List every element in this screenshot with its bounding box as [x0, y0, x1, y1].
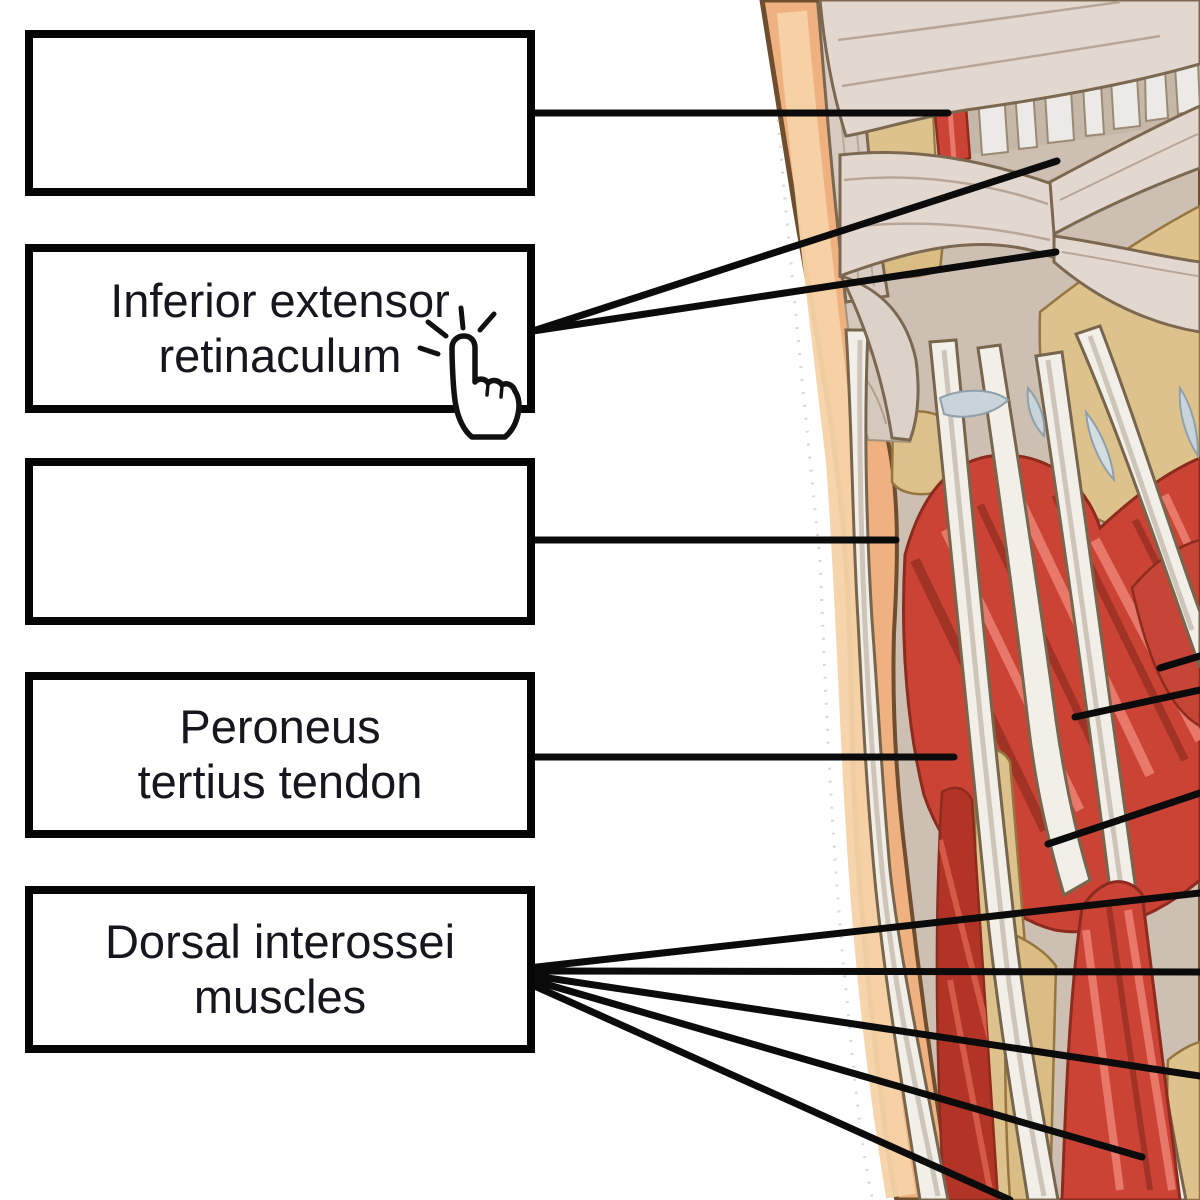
- leader-box5-e: [524, 979, 1014, 1200]
- leader-box2-b: [529, 248, 1060, 335]
- retinaculum-lower-limb: [1052, 234, 1200, 334]
- leader-box5-b: [524, 967, 1200, 976]
- label-box-2-text: Inferior extensor retinaculum: [110, 273, 450, 382]
- retinacula: [816, 0, 1200, 442]
- leader-lines: [524, 109, 1200, 1200]
- label-box-5-text: Dorsal interossei muscles: [104, 914, 456, 1023]
- retinaculum-wrap: [838, 273, 920, 442]
- medial-muscle-sliver: [935, 786, 1000, 1200]
- leader-box2-a: [529, 157, 1061, 335]
- label-box-4-text: Peroneus tertius tendon: [137, 700, 423, 808]
- tibialis-anterior-tendon: [844, 328, 950, 1200]
- leader-box5-a: [524, 889, 1200, 972]
- label-box-2-inferior-extensor-retinaculum[interactable]: Inferior extensor retinaculum: [25, 244, 535, 413]
- pointing-hand: [449, 333, 522, 440]
- leader-offscreen-a: [1156, 652, 1200, 672]
- click-hand-icon: [408, 298, 528, 443]
- retinaculum-upper-limb: [1048, 104, 1200, 237]
- extensor-tendon-3: [976, 343, 1092, 898]
- leader-offscreen-c: [1044, 789, 1200, 848]
- label-box-3-blank[interactable]: [25, 458, 535, 625]
- click-burst-icon: [417, 305, 497, 357]
- leader-box5-c: [524, 971, 1200, 1080]
- leader-box5-d: [524, 975, 1146, 1161]
- ligament-highlights: [938, 385, 1200, 483]
- superior-extensor-retinaculum: [818, 0, 1200, 138]
- label-box-4-peroneus-tertius-tendon[interactable]: Peroneus tertius tendon: [25, 672, 535, 838]
- label-box-5-dorsal-interossei-muscles[interactable]: Dorsal interossei muscles: [25, 886, 535, 1053]
- label-box-1-blank[interactable]: [25, 30, 535, 196]
- leader-offscreen-b: [1071, 686, 1200, 721]
